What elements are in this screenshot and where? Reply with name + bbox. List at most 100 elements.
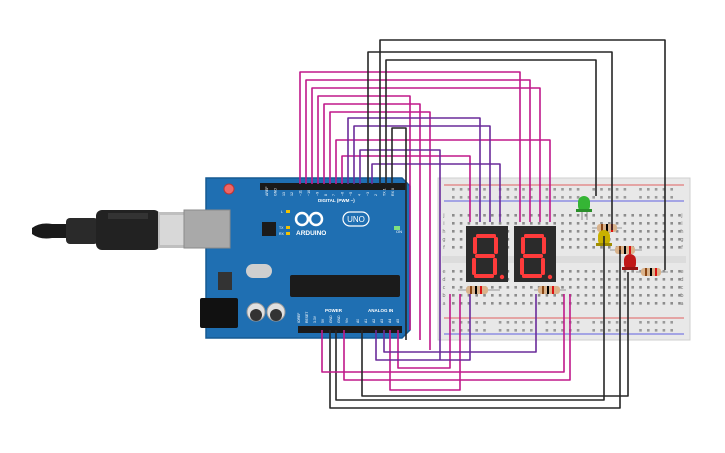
top-pin-label: ~5 <box>349 192 353 196</box>
analog-pin-label: A5 <box>396 319 400 323</box>
on-label: ON <box>396 229 402 234</box>
top-pin-label: 4 <box>357 194 361 196</box>
rx-label: RX <box>279 232 285 236</box>
jumper-wire[interactable] <box>367 51 613 230</box>
power-pin-label: GND <box>337 315 341 323</box>
usb-b-port <box>183 209 231 249</box>
top-pin-label: ~3 <box>366 192 370 196</box>
power-pin-label: GND <box>329 315 333 323</box>
top-pin-label: ~6 <box>341 192 345 196</box>
top-pin-label: ~11 <box>299 190 303 196</box>
jumper-wire[interactable] <box>317 95 411 330</box>
jumper-wire[interactable] <box>321 294 565 373</box>
row-letter: a <box>680 301 683 307</box>
jumper-wire[interactable] <box>299 71 521 222</box>
analog-pin-label: A2 <box>372 319 376 323</box>
led-green[interactable] <box>576 196 592 220</box>
top-pin-label: 12 <box>290 192 294 196</box>
jumper-wire[interactable] <box>335 139 551 222</box>
jumper-wire[interactable] <box>323 103 421 340</box>
row-letter: b <box>442 293 445 299</box>
brand-label: ARDUINO <box>296 230 326 237</box>
model-label: UNO <box>347 215 365 224</box>
top-pin-label: ~9 <box>315 192 319 196</box>
top-pin-label: 2 <box>374 194 378 196</box>
voltage-regulator <box>218 272 232 290</box>
power-pin-label: Vin <box>345 318 349 323</box>
jumper-wire[interactable] <box>397 294 451 369</box>
top-pin-label: GND <box>273 188 277 196</box>
jumper-wire[interactable] <box>335 236 605 401</box>
jumper-wire[interactable] <box>353 125 491 222</box>
row-letter: i <box>681 221 682 227</box>
top-pin-label: AREF <box>265 186 269 196</box>
row-letter: d <box>442 277 445 283</box>
row-letter: d <box>680 277 683 283</box>
row-letter: e <box>442 269 445 275</box>
wires[interactable] <box>299 39 666 409</box>
jumper-wire[interactable] <box>347 117 481 222</box>
top-pin-label: TX 1 <box>383 188 387 196</box>
power-analog-header <box>298 326 402 333</box>
jumper-wire[interactable] <box>383 294 537 353</box>
jumper-wire[interactable] <box>359 149 441 360</box>
jumper-wire[interactable] <box>385 59 597 196</box>
top-pin-label: ~10 <box>307 190 311 196</box>
led-red[interactable] <box>622 254 638 270</box>
jumper-wire[interactable] <box>371 163 501 222</box>
jumper-wire[interactable] <box>305 79 531 222</box>
row-letter: j <box>680 213 682 219</box>
row-letter: c <box>681 285 684 291</box>
jumper-wire[interactable] <box>311 87 541 222</box>
jumper-wire[interactable] <box>375 294 471 361</box>
row-letter: a <box>442 301 445 307</box>
seven-segment-display-right[interactable] <box>514 226 556 282</box>
l-label: L <box>281 210 283 214</box>
reset-button[interactable] <box>223 183 235 195</box>
row-letter: h <box>680 229 683 235</box>
top-pin-label: 8 <box>324 194 328 196</box>
top-pin-label: RX 0 <box>391 188 395 196</box>
seven-segment-display-left[interactable] <box>466 226 508 282</box>
jumper-wire[interactable] <box>343 294 571 381</box>
digital-label: DIGITAL (PWM ~) <box>318 198 355 203</box>
power-pin-label: IOREF <box>297 313 301 323</box>
analog-pin-label: A4 <box>388 319 392 323</box>
top-pin-labels: AREF GND 13 12 ~11 ~10 ~9 8 7 ~6 ~5 4 ~3 2 TX 1 RX 0 <box>265 186 395 196</box>
power-label: POWER <box>325 308 343 313</box>
power-pin-label: 3.3V <box>313 315 317 323</box>
row-letter: f <box>681 245 683 251</box>
row-letter: i <box>443 221 444 227</box>
crystal <box>246 264 272 278</box>
arduino-logo <box>294 211 370 227</box>
power-pin-label: 5V <box>321 318 325 323</box>
digital-header <box>260 183 406 190</box>
resistor-red-led-lower[interactable] <box>636 268 668 276</box>
tx-label: TX <box>279 226 284 230</box>
atmega-chip <box>290 275 400 297</box>
row-letter: j <box>442 213 444 219</box>
row-letter: g <box>680 237 683 243</box>
row-letter: c <box>443 285 446 291</box>
row-letter: b <box>680 293 683 299</box>
usb-cable[interactable] <box>32 210 186 250</box>
row-letter: e <box>680 269 683 275</box>
resistor-display-right[interactable] <box>534 286 566 294</box>
jumper-wire[interactable] <box>379 39 666 270</box>
analog-pin-label: A1 <box>364 319 368 323</box>
jumper-wire[interactable] <box>329 250 621 409</box>
resistor-display-left[interactable] <box>458 286 500 294</box>
top-pin-label: 13 <box>282 192 286 196</box>
top-pin-label: 7 <box>332 194 336 196</box>
row-letter: f <box>443 245 445 251</box>
power-pin-labels: IOREF RESET 3.3V 5V GND GND Vin <box>297 312 349 323</box>
arduino-uno-board[interactable]: UNO ARDUINO DIGITAL (PWM ~) POWER ANALOG… <box>183 177 411 339</box>
power-pin-label: RESET <box>305 312 309 323</box>
analog-label: ANALOG IN <box>368 308 393 313</box>
power-jack <box>200 298 238 328</box>
jumper-wire[interactable] <box>391 127 407 340</box>
jumper-wire[interactable] <box>361 272 629 397</box>
